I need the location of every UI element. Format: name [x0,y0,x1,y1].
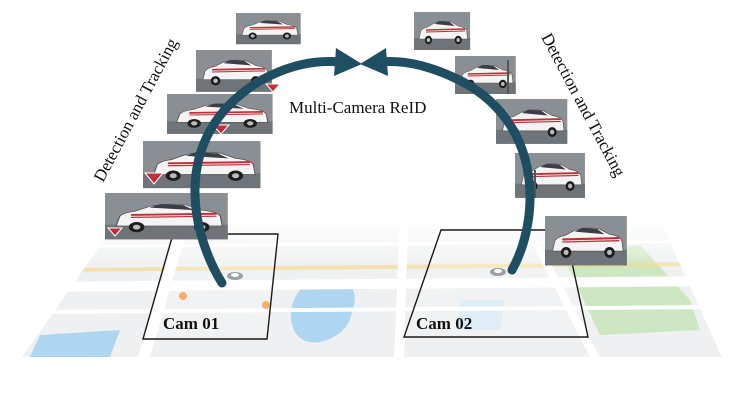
left-thumbnail-stack [103,12,302,241]
car-thumbnail-icon [103,191,230,241]
curved-arrow-icon [360,48,535,275]
curved-arrow-icon [190,48,362,288]
car-thumbnail-icon [543,214,628,267]
cam2-label: Cam 02 [416,314,472,333]
reid-label: Multi-Camera ReID [289,98,426,117]
cam1-label: Cam 01 [163,314,219,333]
right-thumbnail-stack [413,11,628,267]
yield-sign-icon [143,172,165,185]
camera-pin-icon [227,272,243,280]
car-thumbnail-icon [235,12,302,45]
yield-sign-icon [106,227,124,237]
yield-sign-icon [264,83,282,93]
cam1-region [142,233,279,340]
camera-pin-icon [490,268,506,276]
car-thumbnail-icon [413,11,471,51]
car-thumbnail-icon [454,55,517,95]
